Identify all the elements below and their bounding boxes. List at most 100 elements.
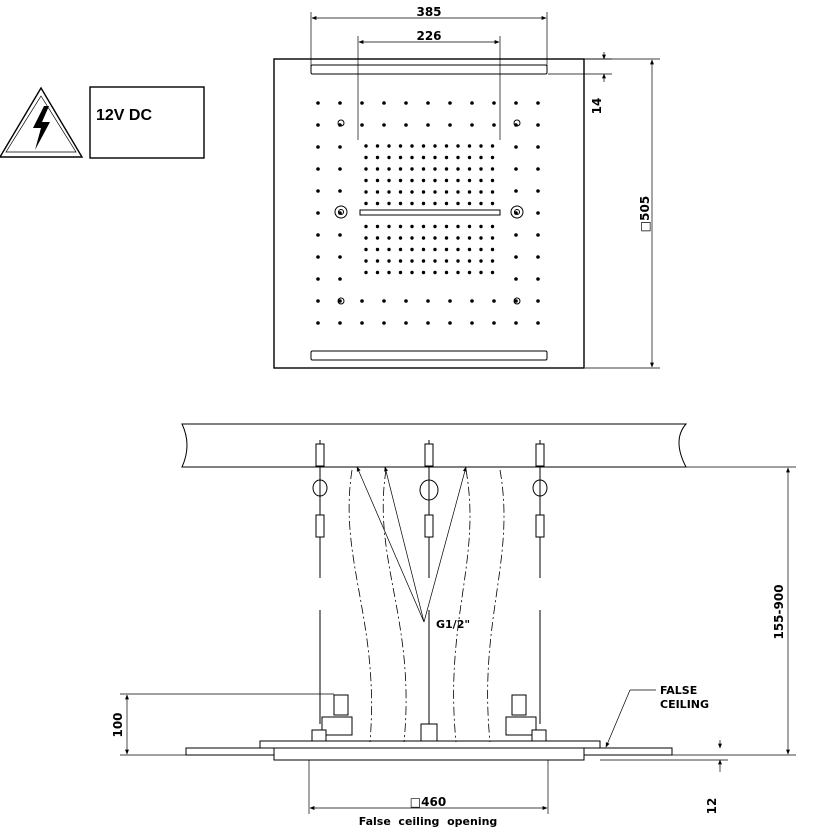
nozzle-dot xyxy=(364,178,368,183)
nozzle-dot xyxy=(470,299,474,303)
screw-icon xyxy=(510,205,524,219)
nozzle-dot xyxy=(490,201,495,206)
nozzle-dot xyxy=(479,201,483,206)
nozzle-dot xyxy=(316,145,320,149)
opening-label: False ceiling opening xyxy=(359,815,498,828)
nozzle-dot xyxy=(467,259,472,263)
nozzle-dot xyxy=(364,201,368,206)
nozzle-dot xyxy=(398,224,403,229)
nozzle-dot xyxy=(448,299,452,303)
nozzle-dot xyxy=(364,270,368,275)
false-ceiling-right xyxy=(583,747,673,756)
nozzle-dot xyxy=(479,247,483,252)
nozzle-dot xyxy=(467,178,472,183)
nozzle-dot xyxy=(444,247,449,252)
nozzle-dot xyxy=(387,155,391,160)
nozzle-dot xyxy=(433,201,437,206)
light-strip-top xyxy=(310,64,548,75)
nozzle-grid xyxy=(316,101,540,325)
nozzle-dot xyxy=(360,123,364,127)
nozzle-dot xyxy=(456,190,460,194)
nozzle-dot xyxy=(387,178,391,183)
nozzle-dot xyxy=(514,145,518,149)
shower-plate xyxy=(259,740,601,749)
nozzle-dot xyxy=(316,123,320,127)
nozzle-dot xyxy=(490,259,495,263)
nozzle-dot xyxy=(338,233,342,237)
nozzle-dot xyxy=(433,236,437,240)
nozzle-dot xyxy=(421,190,426,194)
nozzle-dot xyxy=(444,236,449,240)
nozzle-dot xyxy=(421,167,426,171)
nozzle-dot xyxy=(316,211,320,215)
nozzle-dot xyxy=(467,270,472,275)
nozzle-dot xyxy=(426,321,430,325)
nozzle-dot xyxy=(364,155,368,160)
nozzle-dot xyxy=(433,155,437,160)
nozzle-dot xyxy=(479,190,483,194)
nozzle-dot xyxy=(398,270,403,275)
nozzle-dot xyxy=(382,299,386,303)
nozzle-dot xyxy=(444,167,449,171)
nozzle-dot xyxy=(536,145,540,149)
dim-155-900: 155-900 xyxy=(772,584,786,639)
nozzle-dot xyxy=(492,101,496,105)
nozzle-dot xyxy=(456,259,460,263)
nozzle-dot xyxy=(398,247,403,252)
nozzle-dot xyxy=(490,178,495,183)
nozzle-dot xyxy=(398,259,403,263)
nozzle-dot xyxy=(479,259,483,263)
nozzle-dot xyxy=(375,201,380,206)
nozzle-dot xyxy=(467,190,472,194)
nozzle-dot xyxy=(316,189,320,193)
nozzle-dot xyxy=(536,189,540,193)
nozzle-dot xyxy=(398,236,403,240)
nozzle-dot xyxy=(375,144,380,148)
nozzle-dot xyxy=(448,101,452,105)
nozzle-dot xyxy=(467,224,472,229)
nozzle-dot xyxy=(421,224,426,229)
nozzle-dot xyxy=(456,155,460,160)
nozzle-dot xyxy=(433,178,437,183)
nozzle-dot xyxy=(410,178,414,183)
high-voltage-icon xyxy=(0,86,84,158)
false-ceiling-label-2: CEILING xyxy=(660,698,709,711)
nozzle-dot xyxy=(398,155,403,160)
screw-icon xyxy=(334,205,348,219)
nozzle-dot xyxy=(479,167,483,171)
nozzle-dot xyxy=(364,259,368,263)
nozzle-dot xyxy=(514,167,518,171)
nozzle-dot xyxy=(490,190,495,194)
nozzle-dot xyxy=(490,247,495,252)
nozzle-dot xyxy=(364,224,368,229)
nozzle-dot xyxy=(490,270,495,275)
nozzle-dot xyxy=(421,259,426,263)
nozzle-dot xyxy=(444,259,449,263)
dim-226: 226 xyxy=(416,29,441,43)
nozzle-dot xyxy=(410,259,414,263)
hanger-center xyxy=(419,440,439,578)
nozzle-dot xyxy=(490,155,495,160)
ceiling-slab xyxy=(181,423,688,468)
nozzle-dot xyxy=(421,247,426,252)
nozzle-dot xyxy=(375,236,380,240)
nozzle-dot xyxy=(444,270,449,275)
nozzle-dot xyxy=(514,255,518,259)
nozzle-dot xyxy=(387,236,391,240)
nozzle-dot xyxy=(338,145,342,149)
nozzle-dot xyxy=(492,299,496,303)
nozzle-dot xyxy=(470,321,474,325)
nozzle-dot xyxy=(448,123,452,127)
nozzle-dot xyxy=(364,167,368,171)
nozzle-dot xyxy=(444,224,449,229)
flexible-hoses xyxy=(348,469,505,743)
nozzle-dot xyxy=(316,321,320,325)
nozzle-dot xyxy=(410,190,414,194)
nozzle-dot xyxy=(387,144,391,148)
nozzle-dot xyxy=(426,123,430,127)
nozzle-dot xyxy=(387,270,391,275)
hanger-right xyxy=(532,440,548,578)
nozzle-dot xyxy=(316,167,320,171)
valve-left xyxy=(311,694,353,742)
dim-14: 14 xyxy=(590,98,604,115)
